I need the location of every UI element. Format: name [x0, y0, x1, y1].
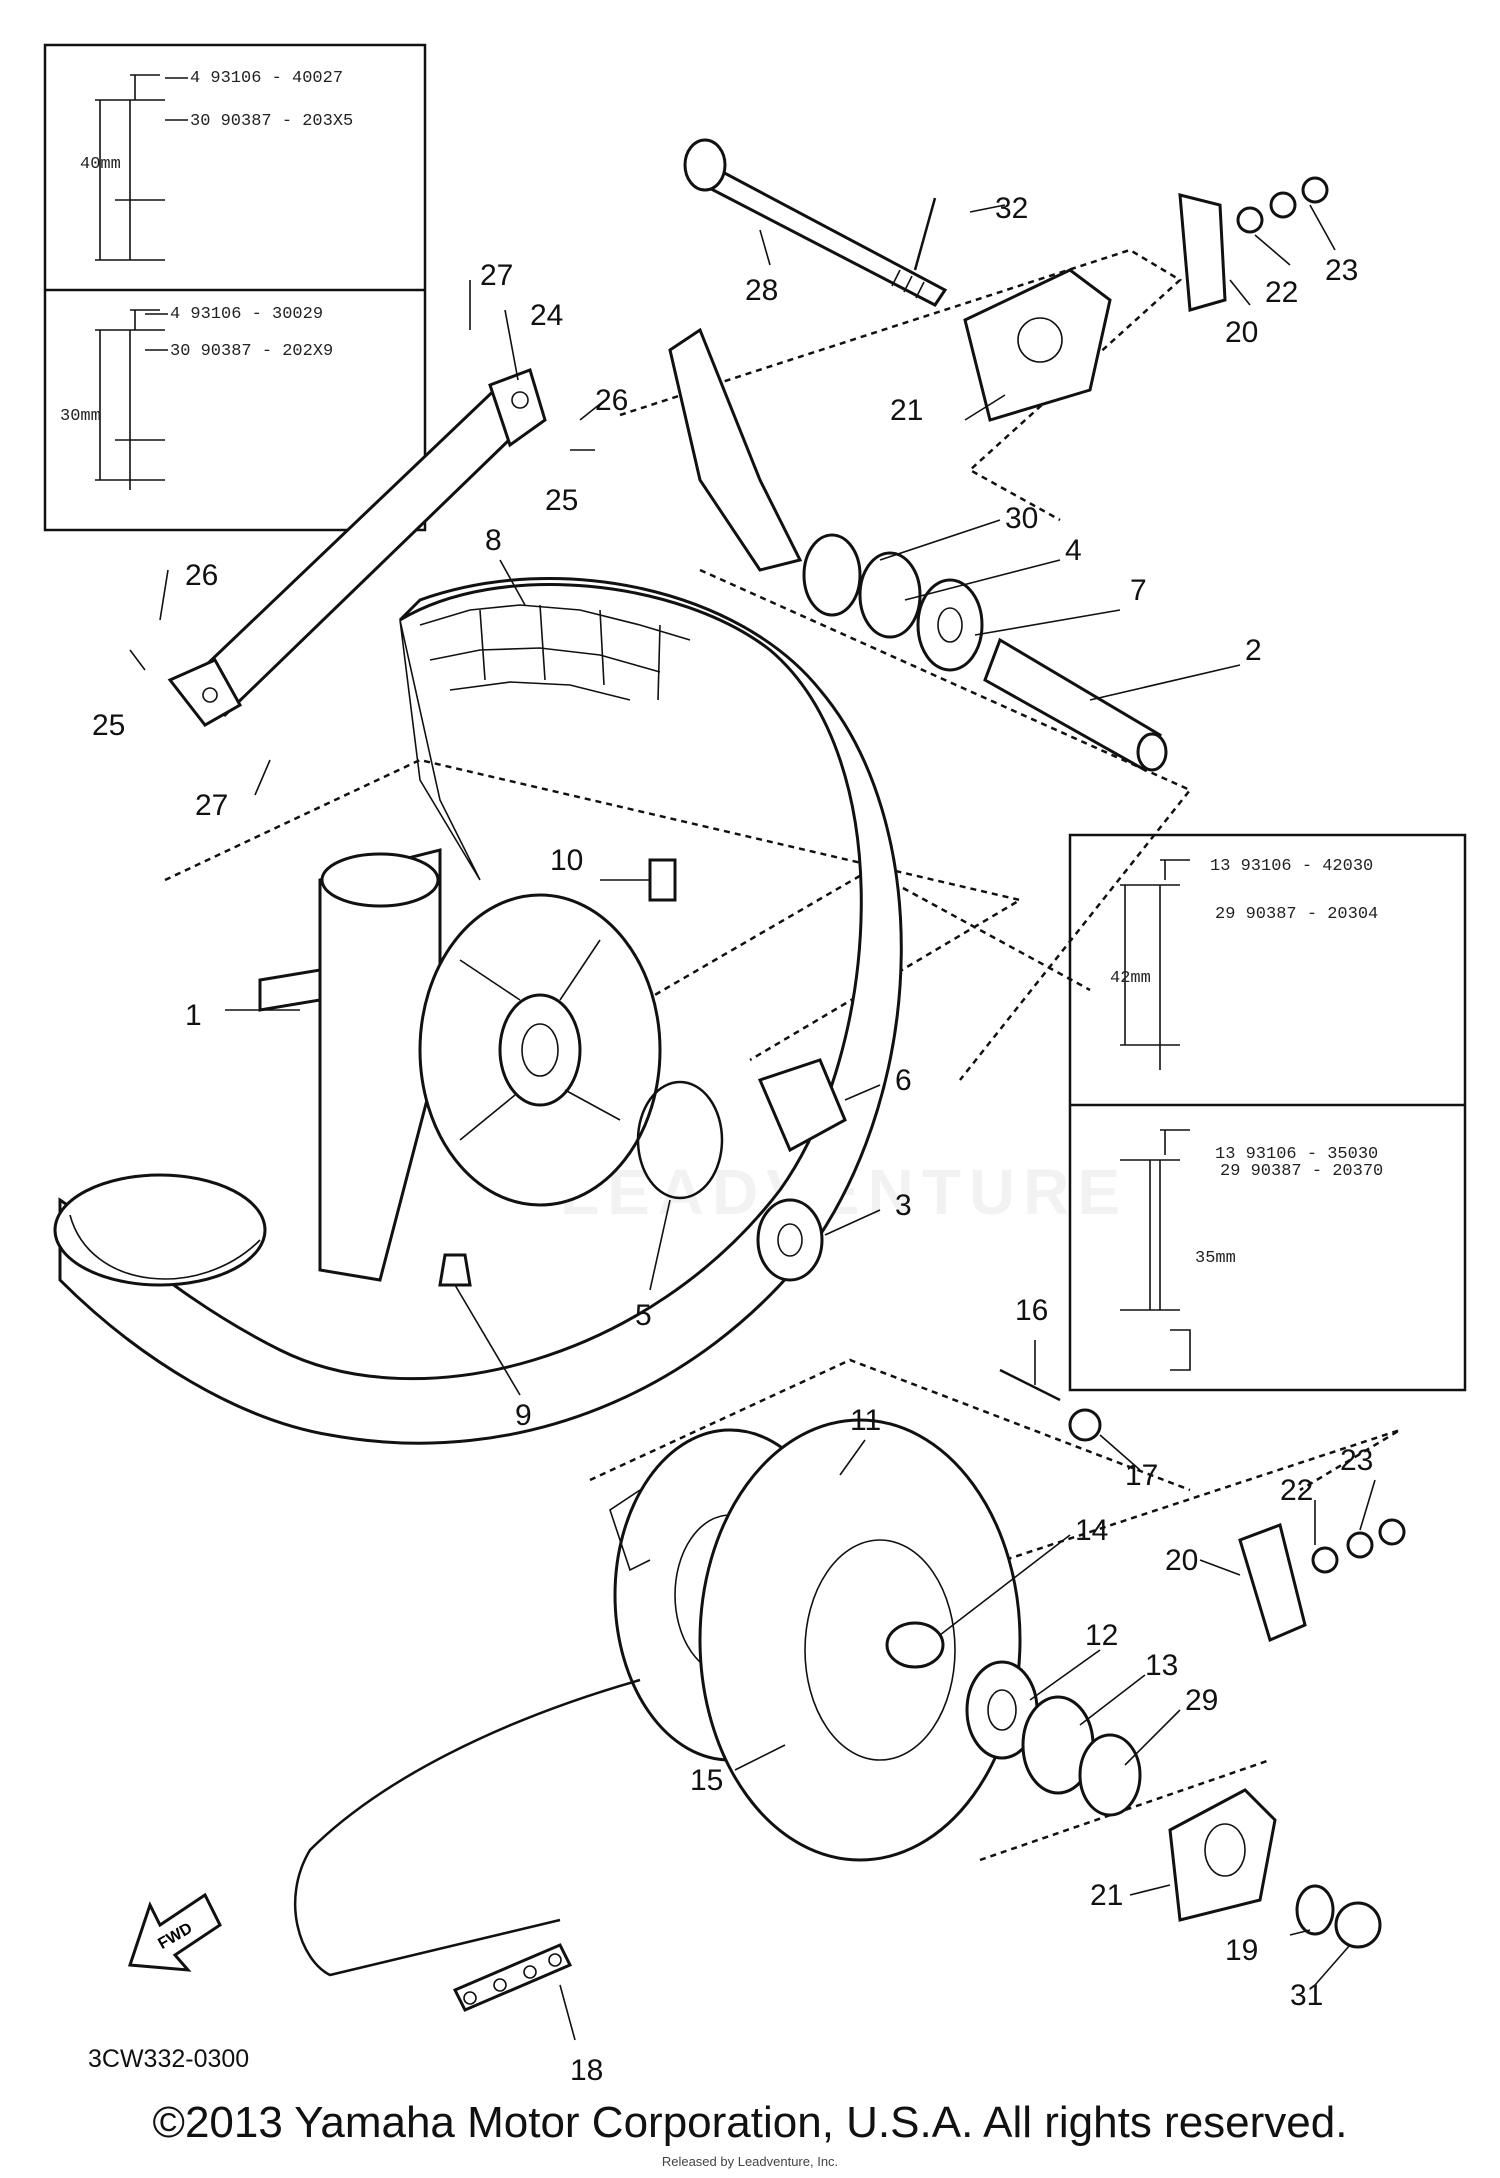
o-ring — [636, 1080, 724, 1200]
inset-c-dimension: 42mm — [1110, 969, 1151, 988]
inset-a-part-lower: 30 90387 - 203X5 — [190, 112, 353, 131]
drawing-code: 3CW332-0300 — [88, 2045, 250, 2073]
callout-23-bottom: 23 — [1340, 1444, 1373, 1477]
hub-damper — [757, 1058, 847, 1153]
inset-d-dimension: 35mm — [1195, 1249, 1236, 1268]
callout-numbers: 1 2 3 4 5 6 7 8 9 10 11 12 13 14 15 16 1… — [92, 192, 1373, 2087]
chain-puller-bottom — [1168, 1518, 1406, 1949]
inset-d-part-upper: 13 93106 - 35030 — [1215, 1145, 1378, 1164]
tire — [53, 577, 903, 1445]
callout-21-bottom: 21 — [1090, 1879, 1123, 1912]
callout-6: 6 — [895, 1064, 912, 1097]
callout-21-top: 21 — [890, 394, 923, 427]
callout-10: 10 — [550, 844, 583, 877]
inset-box-right: 42mm 13 93106 - 42030 29 90387 - 20304 3… — [1068, 833, 1467, 1392]
released-by-notice: Released by Leadventure, Inc. — [661, 2154, 839, 2169]
wheel-hub — [258, 848, 662, 1282]
copyright-notice: ©2013 Yamaha Motor Corporation, U.S.A. A… — [152, 2098, 1348, 2147]
callout-16: 16 — [1015, 1294, 1048, 1327]
callout-23-top: 23 — [1325, 254, 1358, 287]
callout-29: 29 — [1185, 1684, 1218, 1717]
callout-20-bottom: 20 — [1165, 1544, 1198, 1577]
callout-8: 8 — [485, 524, 502, 557]
callout-18: 18 — [570, 2054, 603, 2087]
bearings-lower — [965, 1660, 1142, 1817]
inset-b-part-upper: 4 93106 - 30029 — [170, 305, 323, 324]
callout-20-top: 20 — [1225, 316, 1258, 349]
callout-25-upper: 25 — [545, 484, 578, 517]
bearing-3 — [756, 1198, 824, 1282]
callout-26-lower: 26 — [185, 559, 218, 592]
callout-24: 24 — [530, 299, 563, 332]
leader-lines — [129, 204, 1376, 2041]
callout-32: 32 — [995, 192, 1028, 225]
callout-28: 28 — [745, 274, 778, 307]
callout-14: 14 — [1075, 1514, 1108, 1547]
sprocket-nut — [1068, 1408, 1102, 1442]
inset-c-part-upper: 13 93106 - 42030 — [1210, 857, 1373, 876]
valve — [438, 1253, 472, 1287]
inset-b-dimension: 30mm — [60, 407, 101, 426]
inset-a-dimension: 40mm — [80, 155, 121, 174]
inset-d-part-lower: 29 90387 - 20370 — [1220, 1162, 1383, 1181]
callout-17: 17 — [1125, 1459, 1158, 1492]
stud — [999, 1368, 1061, 1402]
callout-7: 7 — [1130, 574, 1147, 607]
inset-c-part-lower: 29 90387 - 20304 — [1215, 905, 1378, 924]
sprocket-assembly — [609, 1418, 1022, 1862]
callout-30: 30 — [1005, 502, 1038, 535]
callout-26-upper: 26 — [595, 384, 628, 417]
drive-chain — [294, 1678, 641, 2012]
callout-2: 2 — [1245, 634, 1262, 667]
callout-22-top: 22 — [1265, 276, 1298, 309]
callout-4: 4 — [1065, 534, 1082, 567]
callout-3: 3 — [895, 1189, 912, 1222]
callout-11: 11 — [850, 1404, 881, 1437]
callout-9: 9 — [515, 1399, 532, 1432]
callout-31: 31 — [1290, 1979, 1323, 2012]
callout-19: 19 — [1225, 1934, 1258, 1967]
cotter-pin — [913, 197, 937, 271]
callout-15: 15 — [690, 1764, 723, 1797]
callout-22-bottom: 22 — [1280, 1474, 1313, 1507]
callout-5: 5 — [635, 1299, 652, 1332]
inset-a-part-upper: 4 93106 - 40027 — [190, 69, 343, 88]
callout-25-lower: 25 — [92, 709, 125, 742]
torque-arm — [668, 327, 803, 572]
inset-b-part-lower: 30 90387 - 202X9 — [170, 342, 333, 361]
chain-puller-top — [963, 176, 1329, 422]
swingarm — [167, 368, 547, 727]
fwd-arrow-icon: FWD — [127, 1892, 222, 1972]
callout-27-upper: 27 — [480, 259, 513, 292]
callout-1: 1 — [185, 999, 202, 1032]
balance-weight — [648, 858, 677, 902]
bearings-upper — [802, 533, 1168, 773]
inset-box-top-left: 40mm 4 93106 - 40027 30 90387 - 203X5 30… — [43, 43, 427, 532]
callout-27-lower: 27 — [195, 789, 228, 822]
callout-13: 13 — [1145, 1649, 1178, 1682]
callout-12: 12 — [1085, 1619, 1118, 1652]
axle — [683, 138, 948, 307]
